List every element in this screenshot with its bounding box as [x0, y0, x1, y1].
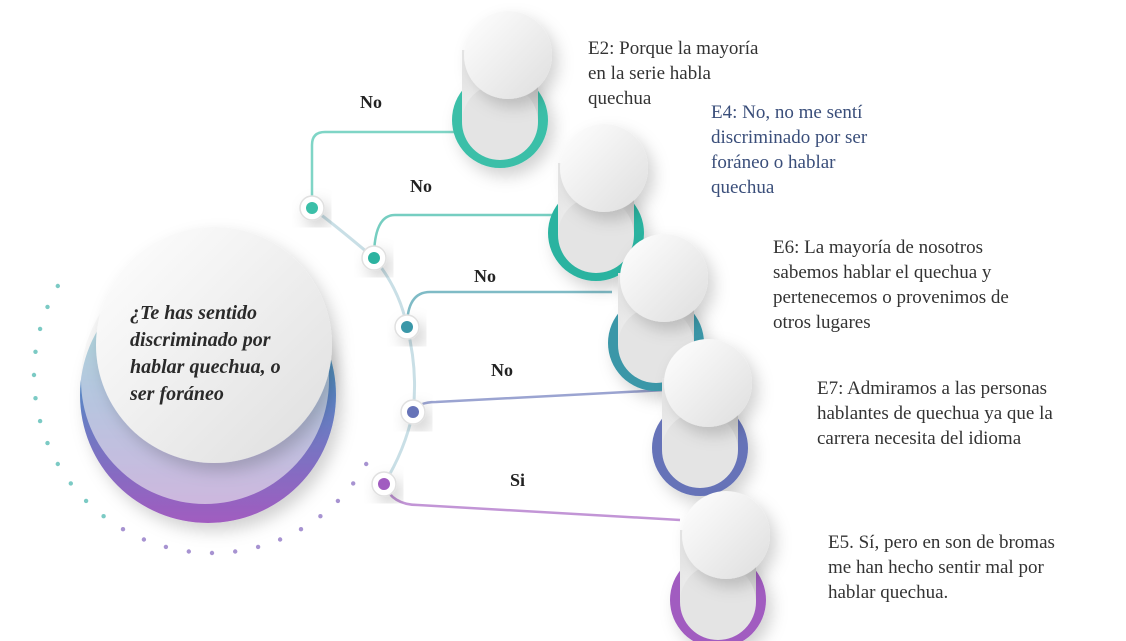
branch-label-1: No [360, 92, 382, 112]
response-e5: E5. Sí, pero en son de bromas me han hec… [828, 532, 1055, 603]
decoration-dot [318, 514, 323, 519]
decoration-dot [255, 544, 261, 550]
decoration-dot [33, 349, 38, 354]
decoration-dot [364, 461, 369, 467]
branch-node-dot-2 [368, 252, 380, 264]
decoration-dot [33, 396, 38, 401]
decoration-dot [55, 461, 60, 467]
decoration-dot [68, 481, 74, 486]
decoration-dot [163, 544, 169, 550]
connector-line-1 [310, 130, 455, 208]
connector-line-4 [411, 388, 666, 413]
connector-line-3 [405, 290, 612, 328]
decoration-dot [37, 326, 43, 332]
decoration-dot [186, 549, 191, 554]
branch-label-2: No [410, 176, 432, 196]
branch-node-dot-1 [306, 202, 318, 214]
decoration-dot [277, 537, 283, 542]
decoration-dot [83, 498, 89, 504]
branch-node-dot-3 [401, 321, 413, 333]
cylinder-5 [670, 491, 770, 641]
branch-label-4: No [491, 360, 513, 380]
decoration-dot [45, 304, 50, 310]
decoration-dot [233, 549, 238, 554]
decoration-dot [31, 372, 37, 378]
question-circle [80, 227, 336, 523]
decoration-dot [120, 527, 126, 532]
decoration-dot [335, 498, 341, 504]
branch-node-dot-4 [407, 406, 419, 418]
decoration-dot [209, 550, 215, 556]
decoration-dot [45, 440, 50, 446]
decoration-dot [141, 537, 147, 542]
decoration-dot [55, 283, 60, 289]
cylinder-1 [452, 11, 552, 168]
connector-line-2 [372, 213, 555, 259]
branch-label-3: No [474, 266, 496, 286]
cylinder-2 [548, 124, 648, 281]
connector-line-5 [382, 483, 681, 522]
question-text: ¿Te has sentido discriminado por hablar … [130, 302, 281, 405]
response-e4: E4: No, no me sentí discriminado por ser… [711, 102, 868, 198]
branch-nodes [299, 195, 426, 497]
response-e6: E6: La mayoría de nosotros sabemos habla… [773, 237, 1009, 333]
response-e2: E2: Porque la mayoría en la serie habla … [588, 38, 759, 109]
cylinders [452, 11, 770, 641]
branch-node-dot-5 [378, 478, 390, 490]
dotted-arc-decoration [31, 283, 369, 556]
decoration-dot [298, 527, 304, 532]
decoration-dot [101, 514, 106, 519]
branch-label-5: Si [510, 470, 526, 490]
response-e7: E7: Admiramos a las personas hablantes d… [817, 378, 1053, 449]
decoration-dot [37, 418, 43, 424]
cylinder-4 [652, 339, 752, 496]
decoration-dot [351, 481, 356, 486]
